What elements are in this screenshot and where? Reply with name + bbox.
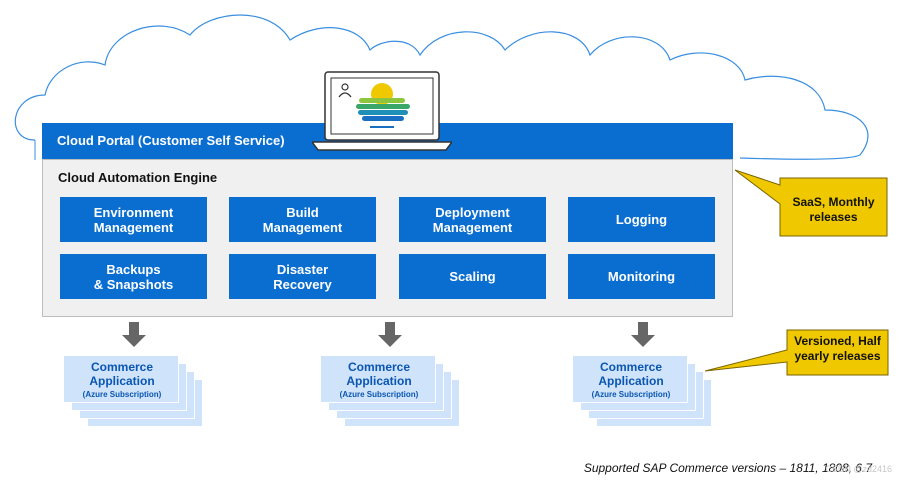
tile-monitoring: Monitoring	[568, 254, 715, 299]
supported-versions-note: Supported SAP Commerce versions – 1811, …	[583, 461, 872, 475]
tile-label: Scaling	[449, 269, 496, 284]
tile-deployment-management: Deployment Management	[399, 197, 546, 242]
arrow-down-icon	[631, 322, 655, 347]
commerce-application-stack: Commerce Application (Azure Subscription…	[320, 355, 460, 435]
commerce-application-stack: Commerce Application (Azure Subscription…	[572, 355, 712, 435]
callout-saas-text: SaaS, Monthly releases	[792, 195, 875, 224]
arrow-down-icon	[378, 322, 402, 347]
tile-label: Build Management	[262, 204, 343, 235]
application-subtitle: (Azure Subscription)	[591, 390, 671, 399]
user-icon	[338, 83, 352, 98]
callout-versioned	[705, 329, 889, 376]
engine-title: Cloud Automation Engine	[58, 170, 218, 185]
tile-logging: Logging	[568, 197, 715, 242]
cloud-automation-engine: Cloud Automation Engine Environment Mana…	[42, 159, 733, 317]
callout-versioned-text: Versioned, Half yearly releases	[794, 334, 881, 363]
commerce-application-stack: Commerce Application (Azure Subscription…	[63, 355, 203, 435]
application-subtitle: (Azure Subscription)	[339, 390, 419, 399]
tile-label: Environment Management	[93, 204, 174, 235]
tile-label: Backups & Snapshots	[93, 261, 174, 292]
tile-label: Monitoring	[607, 269, 676, 284]
application-title: Commerce Application	[598, 360, 664, 388]
callout-saas	[735, 169, 888, 237]
tile-backups-snapshots: Backups & Snapshots	[60, 254, 207, 299]
portal-title: Cloud Portal (Customer Self Service)	[57, 133, 285, 148]
tile-build-management: Build Management	[229, 197, 376, 242]
tile-label: Disaster Recovery	[273, 261, 332, 292]
laptop-icon	[312, 71, 452, 151]
tile-label: Deployment Management	[432, 204, 513, 235]
application-title: Commerce Application	[89, 360, 155, 388]
cloud-logo-icon	[356, 83, 410, 128]
application-subtitle: (Azure Subscription)	[82, 390, 162, 399]
tile-scaling: Scaling	[399, 254, 546, 299]
tile-environment-management: Environment Management	[60, 197, 207, 242]
tile-disaster-recovery: Disaster Recovery	[229, 254, 376, 299]
application-title: Commerce Application	[346, 360, 412, 388]
arrow-down-icon	[122, 322, 146, 347]
watermark: CSDN @zd2416	[825, 464, 892, 474]
tile-label: Logging	[615, 212, 668, 227]
